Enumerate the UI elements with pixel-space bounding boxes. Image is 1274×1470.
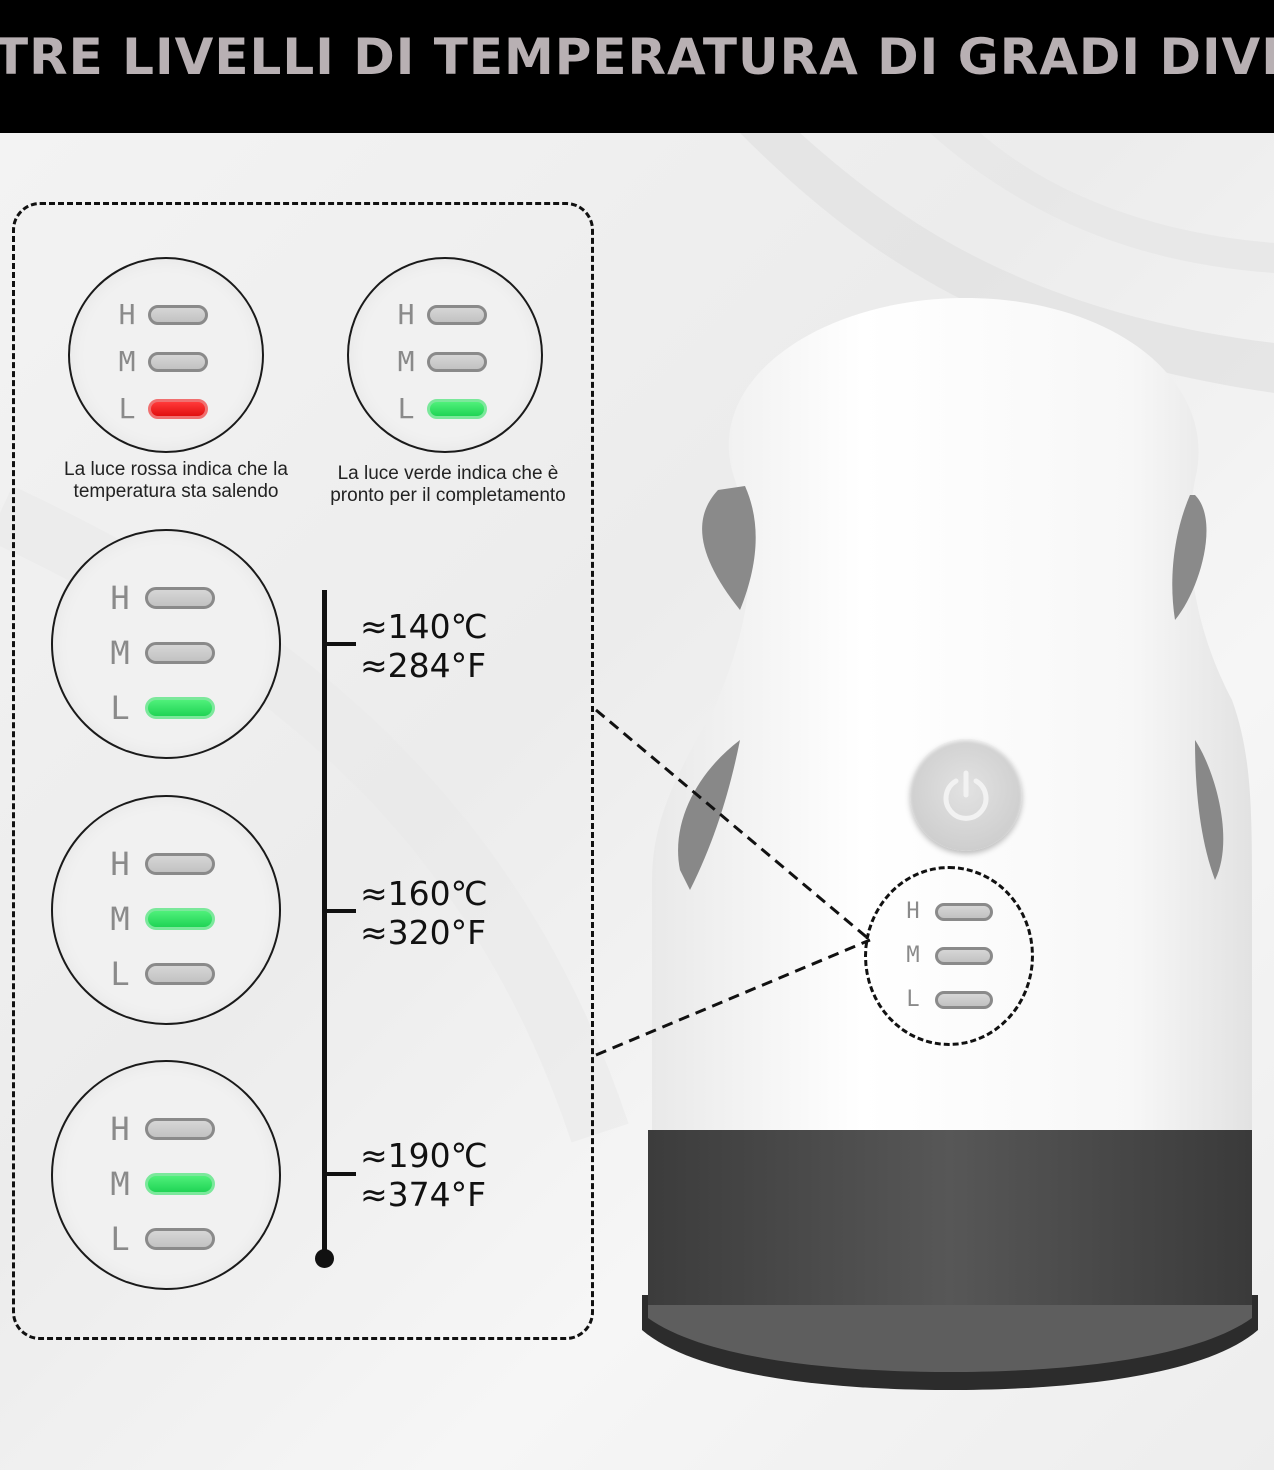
level-label-m: M: [118, 345, 136, 378]
level-label-l: L: [110, 689, 130, 727]
device-indicator-zoom: H M L: [864, 866, 1034, 1046]
power-button[interactable]: [910, 739, 1022, 851]
caption-red: La luce rossa indica che la temperatura …: [64, 459, 288, 502]
scale-tick: [322, 642, 356, 646]
temp-fahrenheit-2: ≈320°F: [360, 913, 487, 952]
temperature-scale-line: [322, 590, 327, 1258]
scale-end-dot: [315, 1249, 334, 1268]
indicator-panel-border: [12, 202, 594, 1340]
temp-celsius-3: ≈190℃: [360, 1136, 488, 1175]
header-banner: TRE LIVELLI DI TEMPERATURA DI GRADI DIVE…: [0, 0, 1274, 133]
led-m: [427, 351, 487, 372]
led-l-lit: [145, 697, 215, 719]
indicator-level-low: H M L: [51, 529, 281, 759]
led-m: [145, 642, 215, 664]
led-h: [145, 853, 215, 875]
caption-green: La luce verde indica che è pronto per il…: [330, 463, 566, 506]
scale-tick: [322, 1172, 356, 1176]
led-h: [148, 304, 208, 325]
led-h: [427, 304, 487, 325]
level-label-h: H: [906, 899, 920, 924]
led-l-lit: [427, 398, 487, 419]
temp-fahrenheit-3: ≈374°F: [360, 1175, 487, 1214]
level-label-h: H: [110, 1110, 130, 1148]
led-h: [145, 1118, 215, 1140]
level-label-l: L: [110, 955, 130, 993]
led-m-lit: [145, 1173, 215, 1195]
level-label-l: L: [906, 987, 920, 1012]
level-label-h: H: [110, 579, 130, 617]
indicator-level-medium: H M L: [51, 795, 281, 1025]
level-label-m: M: [110, 634, 130, 672]
level-label-m: M: [110, 900, 130, 938]
temp-celsius-2: ≈160℃: [360, 874, 488, 913]
level-label-h: H: [397, 298, 415, 331]
page-title: TRE LIVELLI DI TEMPERATURA DI GRADI DIVE…: [0, 28, 1274, 86]
led-h: [935, 902, 993, 921]
led-l: [145, 963, 215, 985]
level-label-m: M: [110, 1165, 130, 1203]
indicator-red-heating: H M L: [68, 257, 264, 453]
scale-tick: [322, 909, 356, 913]
temp-celsius-1: ≈140℃: [360, 607, 488, 646]
level-label-l: L: [110, 1220, 130, 1258]
led-l: [145, 1228, 215, 1250]
level-label-h: H: [118, 298, 136, 331]
led-m-lit: [145, 908, 215, 930]
indicator-level-high: H M L: [51, 1060, 281, 1290]
temp-fahrenheit-1: ≈284°F: [360, 646, 487, 685]
led-h: [145, 587, 215, 609]
level-label-m: M: [906, 943, 920, 968]
level-label-h: H: [110, 845, 130, 883]
indicator-green-ready: H M L: [347, 257, 543, 453]
led-l: [935, 990, 993, 1009]
power-icon: [943, 770, 989, 821]
led-m: [935, 946, 993, 965]
level-label-l: L: [118, 392, 136, 425]
led-l-lit: [148, 398, 208, 419]
level-label-l: L: [397, 392, 415, 425]
led-m: [148, 351, 208, 372]
level-label-m: M: [397, 345, 415, 378]
